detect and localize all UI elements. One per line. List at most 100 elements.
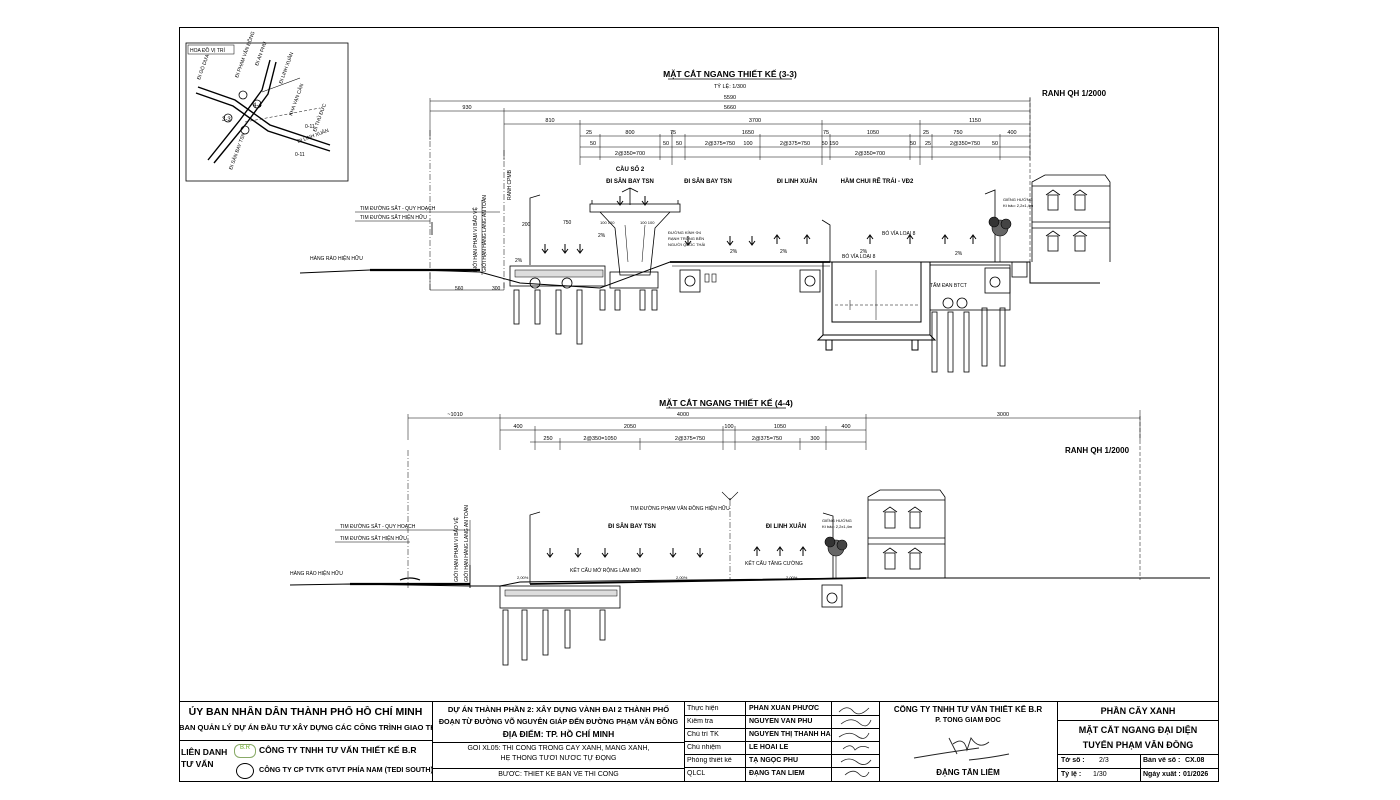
dim-right: 5660 — [724, 105, 736, 111]
role-label: QLCL — [687, 770, 706, 777]
green-label: ĐƯỜNG KÍNH Φ4 — [668, 230, 702, 235]
br-logo: B.R — [234, 744, 256, 758]
dim-g1: 200 — [522, 222, 531, 228]
dim-c: 100 — [724, 424, 733, 430]
keymap-label: 3-3 — [222, 117, 231, 123]
dim-f1: 2@350=700 — [615, 151, 645, 157]
keymap-label: ĐI AN PHÚ — [253, 40, 268, 66]
role-label: Chủ trì TK — [687, 731, 719, 738]
section1-title: MẶT CẮT NGANG THIẾT KẾ (3-3) — [663, 69, 797, 79]
dim-a: 400 — [513, 424, 522, 430]
tedi-logo — [236, 763, 254, 779]
design-step: BƯỚC: THIẾT KẾ BẢN VẼ THI CÔNG — [498, 771, 619, 778]
drawing-sheet-border — [179, 27, 1219, 782]
dim-f4: 2@350=700 — [855, 151, 885, 157]
dim-e4: 100 — [743, 141, 752, 147]
tree-sub-label: Kt bảo: 2,2x1,4m — [1003, 203, 1034, 208]
dim-d6: 1050 — [867, 130, 879, 136]
org-sub: BAN QUẢN LÝ DỰ ÁN ĐẦU TƯ XÂY DỰNG CÁC CÔ… — [179, 723, 432, 732]
rail-label: TIM ĐƯỜNG SẮT HIỆN HỮU — [360, 213, 427, 221]
section2-title: MẶT CẮT NGANG THIẾT KẾ (4-4) — [659, 398, 793, 408]
jv-label: LIÊN DANH TƯ VẤN — [181, 747, 228, 769]
dim-e5: 50 150 — [822, 141, 839, 147]
scale-label: Tỷ lệ : — [1061, 771, 1082, 778]
role-label: Phòng thiết kế — [687, 757, 732, 764]
part-name: PHẦN CÂY XANH — [1100, 706, 1176, 716]
curb-label: BÓ VỈA LOẠI 8 — [842, 253, 876, 260]
role-label: Kiểm tra — [687, 718, 714, 725]
role-name: LÊ HOÀI LÊ — [749, 744, 789, 751]
protection-label: GIỚI HẠN PHẠM VI BẢO VỆ — [471, 206, 479, 272]
title-block: ỦY BAN NHÂN DÂN THÀNH PHỐ HỒ CHÍ MINH BA… — [179, 701, 1219, 782]
dim-f: 250 — [543, 436, 552, 442]
dim-d3: 75 — [670, 130, 676, 136]
tree-sub-label: Kt bảo: 2,2x1,4m — [822, 524, 853, 529]
sheet-label: Tờ số : — [1061, 757, 1085, 764]
dim-e6: 50 — [910, 141, 916, 147]
slope-label: 2% — [598, 233, 606, 239]
dim-h1: 560 — [455, 286, 464, 292]
dim-j: 300 — [810, 436, 819, 442]
role-name: NGUYỄN THỊ THANH HÀ — [749, 731, 831, 738]
jv-company-1: CÔNG TY TNHH TƯ VẤN THIẾT KẾ B.R — [259, 745, 417, 755]
package-line-1: GÓI XL05: THI CÔNG TRỒNG CÂY XANH, MẢNG … — [467, 745, 650, 752]
ranh-label: RANH CPMB — [507, 169, 513, 200]
protection-label: GIỚI HẠN PHẠM VI BẢO VỆ — [452, 516, 460, 582]
dim-mid: 4000 — [677, 412, 689, 418]
director-signature — [913, 736, 1010, 761]
drawing-title-2: TUYẾN PHẠM VĂN ĐỒNG — [1082, 740, 1194, 750]
role-label: Chủ nhiệm — [687, 744, 721, 751]
dim-d2: 800 — [625, 130, 634, 136]
drawing-number-label: Bản vẽ số : — [1143, 757, 1181, 764]
keymap-label: ĐI GÒ DƯA — [195, 53, 211, 81]
rail-label: TIM ĐƯỜNG SẮT - QUY HOẠCH — [340, 522, 416, 530]
dim-c: 1150 — [969, 118, 981, 124]
tunnel-label: HẦM CHUI RẼ TRÁI - VĐ2 — [841, 178, 914, 185]
fence-label: HÀNG RÀO HIỆN HỮU — [290, 569, 343, 577]
dim-left: 930 — [462, 105, 471, 111]
project-line-1: DỰ ÁN THÀNH PHẦN 2: XÂY DỰNG VÀNH ĐAI 2 … — [447, 705, 670, 714]
keymap-label: ĐI SÂN BAY TSN — [227, 131, 247, 170]
dim-d7: 25 — [923, 130, 929, 136]
green-label: RẠNH TRỒNG BÊN — [668, 236, 704, 241]
dir-label: ĐI SÂN BAY TSN — [606, 178, 654, 185]
curb-label: BÓ VỈA LOẠI 8 — [882, 230, 916, 237]
dim-e3: 50 — [676, 141, 682, 147]
keymap-label: ĐI LINH XUÂN — [277, 51, 295, 85]
slope-label: 2% — [860, 249, 868, 255]
fence-label: HÀNG RÀO HIỆN HỮU — [310, 254, 363, 262]
scale-value: 1/30 — [1093, 771, 1107, 778]
tree-label: GIẾNG HƯỚNG — [1003, 197, 1033, 202]
slope-label: 2,00% — [786, 575, 798, 580]
dim-h: 2@375=750 — [675, 436, 705, 442]
green-label: NGƯỜI QUỐC THẢI — [668, 242, 705, 247]
project-line-2: ĐOẠN TỪ ĐƯỜNG VÕ NGUYÊN GIÁP ĐẾN ĐƯỜNG P… — [438, 717, 679, 726]
struct-label: KẾT CẤU TĂNG CƯỜNG — [745, 560, 803, 567]
dim-f2: 2@375=750 — [705, 141, 735, 147]
project-location: ĐỊA ĐIỂM: TP. HỒ CHÍ MINH — [502, 729, 615, 739]
dim-e: 400 — [841, 424, 850, 430]
dim-e8: 50 — [992, 141, 998, 147]
dir-label: ĐI SÂN BAY TSN — [684, 178, 732, 185]
dim-d1: 25 — [586, 130, 592, 136]
slope-label: 2% — [730, 249, 738, 255]
sheet-value: 2/3 — [1099, 757, 1109, 764]
dim-left: ~1010 — [447, 412, 462, 418]
slab-label: TẤM ĐAN BTCT — [930, 282, 967, 289]
consultant-company: CÔNG TY TNHH TƯ VẤN THIẾT KẾ B.R — [893, 705, 1043, 714]
section1-ranh: RANH QH 1/2000 — [1042, 89, 1107, 98]
dim-g3: 100 100 — [600, 220, 615, 225]
jv-company-2: CÔNG TY CP TVTK GTVT PHÍA NAM (TEDI SOUT… — [259, 765, 433, 774]
dim-h2: 300 — [492, 286, 501, 292]
dim-a: 810 — [545, 118, 554, 124]
role-name: NGUYỄN VĂN PHÚ — [749, 718, 813, 725]
package-line-2: HỆ THỐNG TƯỚI NƯỚC TỰ ĐỘNG — [500, 755, 617, 762]
slope-label: 2% — [955, 251, 963, 257]
role-label: Thực hiện — [687, 705, 719, 712]
keymap-label: ĐI PHẠM VĂN ĐỒNG — [233, 30, 256, 78]
slope-label: 2,00% — [517, 575, 529, 580]
section1-scale: TỶ LỆ: 1/300 — [714, 82, 746, 90]
dim-right: 3000 — [997, 412, 1009, 418]
slope-label: 2% — [515, 258, 523, 264]
slope-label: 2% — [780, 249, 788, 255]
